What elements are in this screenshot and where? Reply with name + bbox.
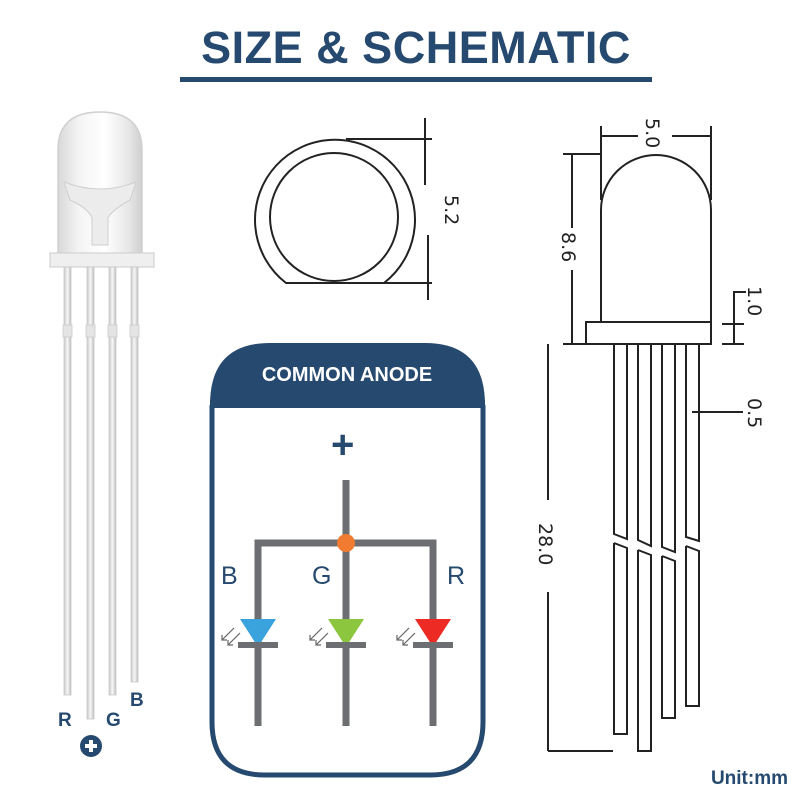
unit-label: Unit:mm xyxy=(710,768,788,789)
title-underline xyxy=(180,77,652,82)
schematic-title: COMMON ANODE xyxy=(261,364,433,386)
pin-label-blue: B xyxy=(130,690,144,711)
led-label-red: R xyxy=(447,562,466,590)
junction-dot xyxy=(337,534,355,552)
led-label-blue: B xyxy=(221,562,238,590)
led-photo xyxy=(49,111,155,720)
led-symbol-blue xyxy=(221,619,278,648)
side-view-drawing xyxy=(547,126,746,752)
led-symbol-red xyxy=(396,619,453,648)
plus-circle-icon xyxy=(80,735,102,757)
top-view-drawing xyxy=(254,118,432,300)
led-label-green: G xyxy=(312,562,332,590)
page-title: SIZE & SCHEMATIC xyxy=(201,22,631,73)
pin-label-red: R xyxy=(58,710,72,731)
pin-length-dimension: 28.0 xyxy=(534,523,556,565)
pin-width-dimension: 0.5 xyxy=(743,398,765,428)
led-symbol-green xyxy=(309,619,366,648)
height-dimension: 8.6 xyxy=(557,232,579,262)
supply-plus-symbol: + xyxy=(331,423,355,467)
flange-dimension: 1.0 xyxy=(743,286,765,316)
pin-label-green: G xyxy=(106,710,121,731)
diameter-dimension: 5.2 xyxy=(440,195,462,225)
width-dimension: 5.0 xyxy=(641,118,663,148)
